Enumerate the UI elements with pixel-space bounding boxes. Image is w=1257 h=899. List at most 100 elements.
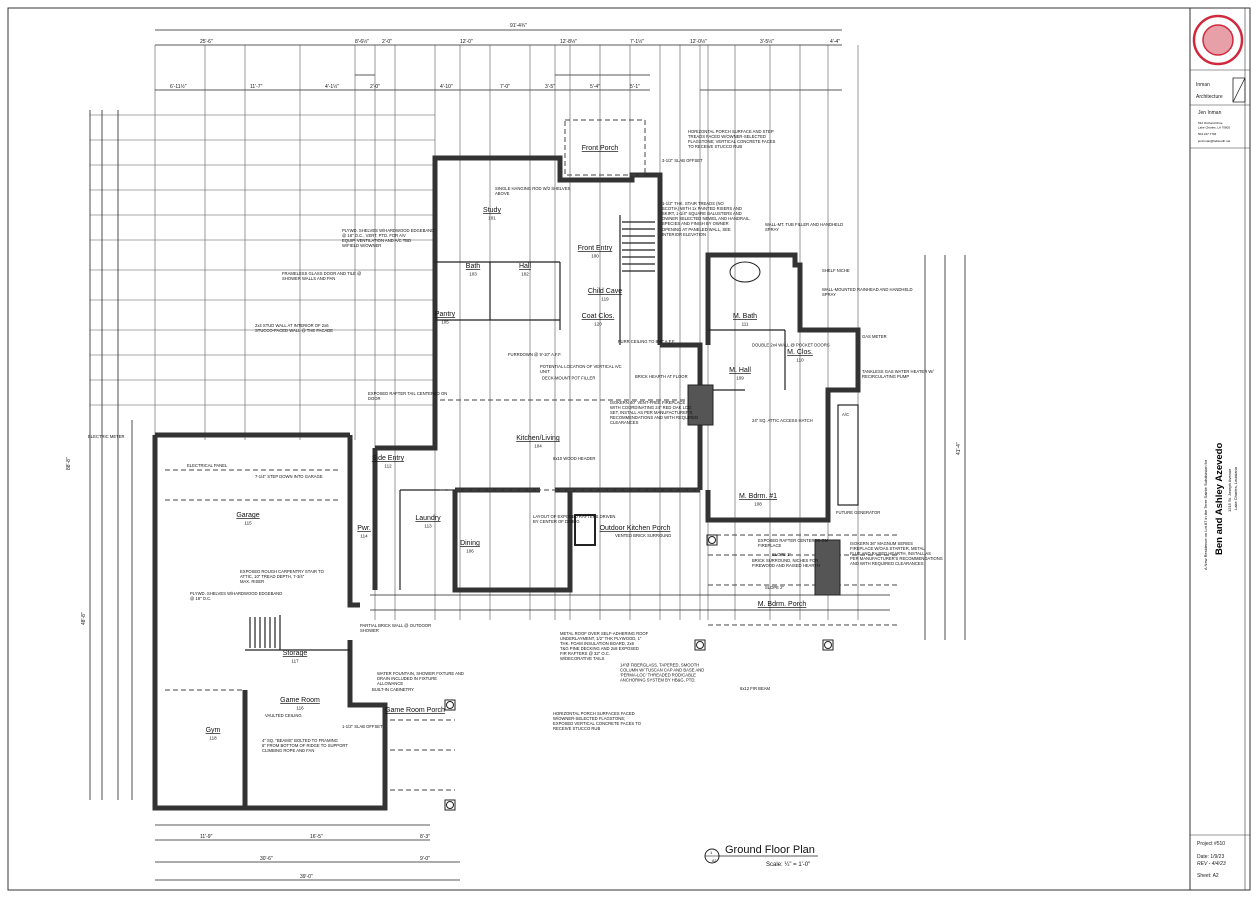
room-number: 105 [441, 320, 449, 325]
plan-note: GAS METER [862, 334, 887, 339]
room-number: 108 [754, 502, 762, 507]
plan-note: VENTED BRICK SURROUND [615, 533, 671, 538]
right-dimensions [924, 255, 966, 640]
plan-note: 3-1/2" SLAB OFFSET [662, 158, 703, 163]
dim-top: 7'-1½" [630, 38, 644, 45]
room-number: 112 [384, 464, 392, 469]
dim-overall-top: 91'-4¾" [510, 23, 527, 29]
room-number: 116 [296, 706, 304, 711]
dim-overall-right: 41'-4" [956, 442, 962, 455]
top-dimensions [155, 29, 842, 91]
fireplace-master-porch [814, 539, 841, 596]
room-number: 102 [521, 272, 529, 277]
firm-address-1: 512 Orchard Drive [1198, 121, 1223, 125]
room-number: 109 [736, 376, 744, 381]
plan-note: PLYWD. SHELVES W/HARDWOOD EDGEBAND@ 18" … [342, 228, 434, 248]
plan-note: 7-1/4" STEP DOWN INTO GARAGE [255, 474, 323, 479]
room-number: 110 [796, 358, 804, 363]
porch-columns [444, 534, 834, 811]
room-label: Pwr. [357, 525, 371, 532]
room-label: M. Bath [733, 313, 757, 320]
dim-second: 6'-11½" [170, 83, 187, 90]
room-label: M. Hall [729, 367, 751, 374]
column [694, 639, 706, 651]
date: Date: 1/9/23 [1197, 854, 1224, 860]
bathtub [729, 261, 761, 283]
room-label: Outdoor Kitchen Porch [600, 525, 671, 532]
plan-note: BUILT-IN CABINETRY [372, 687, 414, 692]
room-number: 118 [209, 736, 217, 741]
plan-note: DECK-MOUNT POT FILLER [542, 376, 595, 381]
dim-bottom: 8'-3" [420, 834, 430, 840]
room-number: 119 [601, 297, 609, 302]
dim-bottom: 11'-9" [200, 834, 213, 840]
revision: REV - 4/4/23 [1197, 861, 1226, 867]
column [706, 534, 718, 546]
room-label: Game Room Porch [385, 707, 445, 714]
room-number: 120 [594, 322, 602, 327]
room-number: 103 [469, 272, 477, 277]
client-name: Ben and Ashley Azevedo [1214, 443, 1225, 555]
fireplace-living [687, 384, 714, 426]
dim-top: 25'-6" [200, 39, 213, 45]
room-number: 113 [424, 524, 432, 529]
room-label: Bath [466, 263, 481, 270]
room-label: M. Bdrm. #1 [739, 493, 777, 500]
porch-beams [165, 119, 900, 791]
dim-overall-left: 88'-8" [66, 457, 72, 470]
room-label: Child Cave [588, 288, 622, 295]
plan-note: FURRDOWN @ 9'-10" A.F.F. [508, 352, 562, 357]
room-number: 104 [534, 444, 542, 449]
sheet-number: Sheet: A2 [1197, 873, 1219, 879]
project-intro: A New Residence on Lot 87 in the Terre S… [1203, 459, 1208, 570]
dim-second: 11'-7" [250, 84, 263, 90]
plan-note: VAULTED CEILING [265, 713, 302, 718]
dim-second: 3'-5" [545, 84, 555, 90]
room-number: 114 [360, 534, 368, 539]
firm-email: jeninman@bellsouth.net [1197, 139, 1230, 143]
left-dimensions [89, 110, 133, 800]
dim-bottom: 30'-6" [260, 856, 273, 862]
site-address-1: 1215 St. Joseph Avenue [1227, 468, 1232, 512]
room-number: 106 [466, 549, 474, 554]
plan-note: 8x10 WOOD HEADER [553, 456, 595, 461]
room-label: Coat Clos. [582, 313, 615, 320]
room-label: Garage [236, 512, 259, 519]
room-number: 115 [244, 521, 252, 526]
room-label: M. Clos. [787, 349, 813, 356]
room-label: Side Entry [372, 455, 405, 462]
room-label: Front Porch [582, 145, 619, 152]
dim-top: 12'-0" [460, 39, 473, 45]
dim-bottom: 39'-0" [300, 874, 313, 880]
room-label: Front Entry [578, 245, 613, 252]
plan-note: ELECTRIC METER [88, 434, 125, 439]
walls [152, 155, 861, 811]
plan-note: SLOPE 1" [772, 552, 791, 557]
vertical-grid-lines [154, 45, 859, 620]
room-label: Pantry [435, 311, 456, 318]
plan-note: BRICK HEARTH AT FLOOR [635, 374, 688, 379]
column [822, 639, 834, 651]
stair [249, 221, 655, 648]
bottom-dimension-labels: 39'-0"30'-6"16'-5"11'-9"9'-0"8'-3" [200, 834, 430, 880]
bottom-dimensions [155, 594, 890, 881]
firm-name-2: Architecture [1196, 94, 1223, 100]
plan-note: PLYWD. SHELVES W/HARDWOOD EDGEBAND@ 18" … [190, 591, 282, 601]
room-label: Study [483, 207, 501, 214]
section-marker-sheet: A2 [712, 859, 716, 863]
firm-address-2: Lake Charles, LA 70605 [1198, 126, 1230, 130]
site-address-2: Lake Charles, Louisiana [1233, 466, 1238, 510]
top-dimension-labels: 25'-6"8'-6½"2'-0"12'-0"12'-8½"7'-1½"12'-… [170, 38, 840, 90]
